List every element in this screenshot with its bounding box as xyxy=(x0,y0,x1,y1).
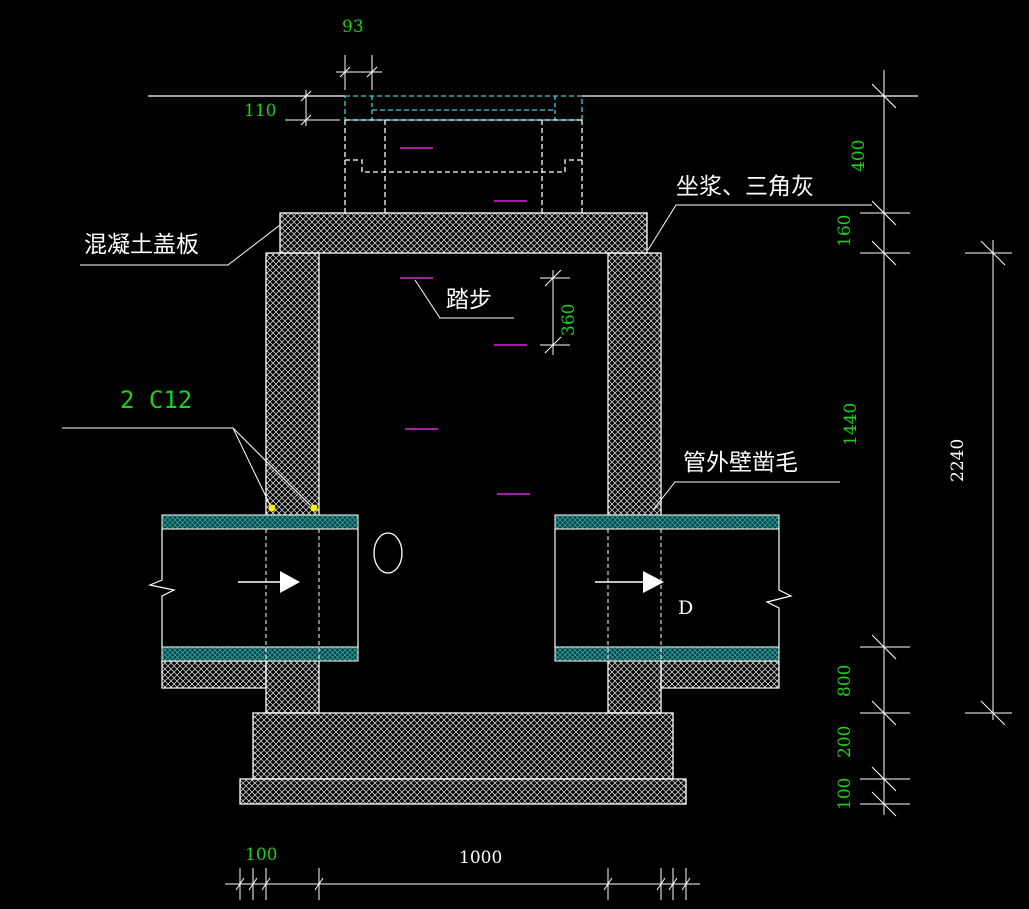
rebar-dot xyxy=(310,504,318,512)
rebar-dot xyxy=(268,504,276,512)
step-label: 踏步 xyxy=(446,287,492,313)
pipe-diameter-label: D xyxy=(678,597,693,619)
dim-1440: 1440 xyxy=(841,403,861,446)
flow-arrow-icon xyxy=(238,571,300,593)
right-pipe-bedding xyxy=(660,660,780,689)
oval-opening xyxy=(373,532,403,574)
left-pipe-bedding xyxy=(161,660,267,689)
dim-360: 360 xyxy=(559,304,579,336)
concrete-cover-slab xyxy=(279,212,648,254)
manhole-cover-frame xyxy=(344,95,583,121)
cover-slab-label: 混凝土盖板 xyxy=(84,232,199,258)
rebar-label: 2 C12 xyxy=(120,386,192,414)
flow-arrow-icon xyxy=(595,571,664,593)
dim-93: 93 xyxy=(342,17,364,37)
inlet-pipe xyxy=(147,514,359,662)
cushion-layer xyxy=(239,778,687,805)
dimension-lines xyxy=(225,55,1012,900)
left-pipe-opening xyxy=(162,529,358,647)
dim-800: 800 xyxy=(835,665,855,697)
step-marks xyxy=(400,147,530,495)
dim-1000: 1000 xyxy=(459,848,502,868)
pipe-roughen-label: 管外壁凿毛 xyxy=(683,450,798,476)
dim-200: 200 xyxy=(835,726,855,758)
right-pipe-opening xyxy=(555,529,779,647)
leader-lines xyxy=(62,204,872,511)
dim-110: 110 xyxy=(244,101,276,121)
dim-400: 400 xyxy=(849,140,869,172)
dim-100-bottom: 100 xyxy=(245,845,277,865)
dim-160: 160 xyxy=(835,215,855,247)
dim-2240: 2240 xyxy=(948,439,968,482)
manhole-neck-dashed xyxy=(344,119,583,213)
outlet-pipe xyxy=(554,514,793,662)
base-slab xyxy=(252,712,674,780)
mortar-label: 坐浆、三角灰 xyxy=(676,174,814,200)
dim-100-right: 100 xyxy=(835,778,855,810)
